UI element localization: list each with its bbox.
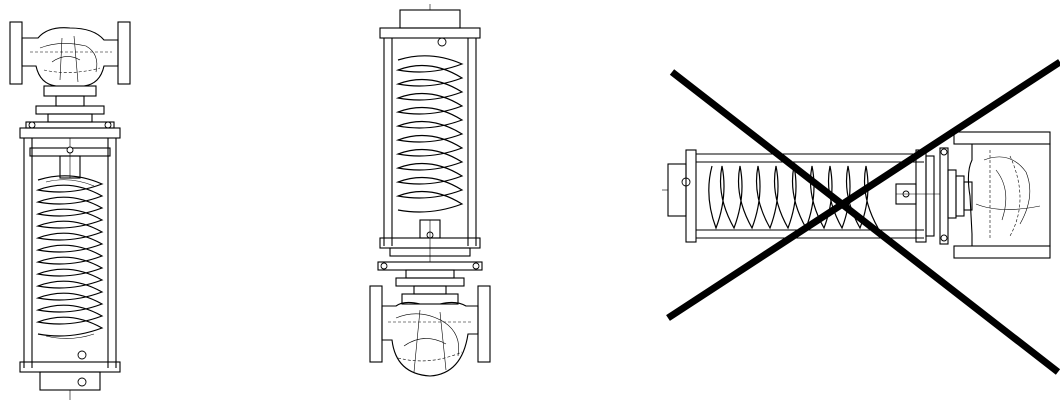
valve-body — [369, 285, 491, 377]
actuator-housing — [379, 38, 481, 262]
valve-body — [953, 131, 1051, 259]
actuator-housing — [19, 127, 121, 400]
compression-spring — [708, 165, 879, 230]
actuator-cap — [379, 4, 481, 47]
view-horizontal-actuator — [662, 59, 1060, 375]
view-valve-top-actuator-bottom — [9, 21, 131, 400]
actuator-cap — [662, 149, 697, 243]
view-actuator-top-valve-bottom — [369, 4, 491, 377]
valve-bonnet — [939, 147, 973, 245]
valve-bonnet — [377, 261, 483, 305]
valve-body — [9, 21, 131, 87]
cross-out-icon — [666, 59, 1060, 375]
valve-bonnet — [25, 85, 115, 129]
compression-spring — [35, 175, 104, 337]
compression-spring — [395, 55, 464, 213]
